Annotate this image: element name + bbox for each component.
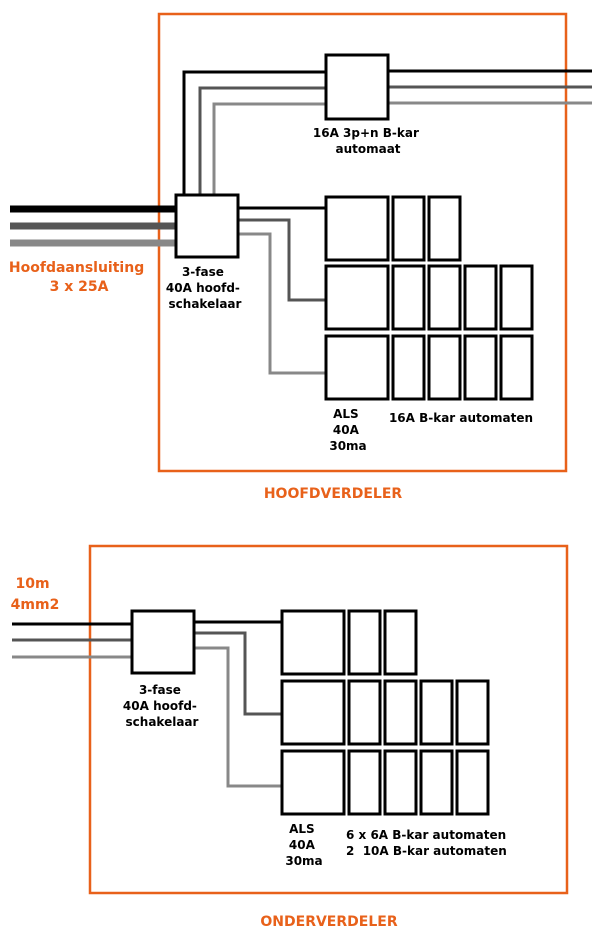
breaker-r3-4	[499, 334, 534, 401]
sub-breaker-r2-4	[455, 679, 490, 746]
sub-wire-to-rcd2	[194, 631, 282, 716]
breaker-3p-label: 16A 3p+n B-kar automaat	[313, 126, 423, 156]
breaker-r2-4	[499, 264, 534, 331]
hoofdverdeler-title: HOOFDVERDELER	[264, 486, 403, 502]
rcd-label: ALS 40A 30ma	[329, 407, 366, 453]
wire-to-3p-black	[182, 70, 326, 195]
breakers-label: 16A B-kar automaten	[389, 411, 533, 425]
rcd-row1	[324, 195, 390, 262]
main-switch-label: 3-fase 40A hoofd- schakelaar	[166, 265, 244, 311]
cable-label: 10m 4mm2	[11, 576, 60, 613]
supply-label: Hoofdaansluiting 3 x 25A	[9, 260, 149, 295]
sub-breaker-r3-4	[455, 749, 490, 816]
rcd-row3	[324, 334, 390, 401]
sub-rcd-row2	[280, 679, 346, 746]
main-switch	[174, 193, 240, 259]
sub-breaker-r1-2	[383, 609, 418, 676]
wire-to-3p-dark	[198, 86, 326, 195]
wire-to-rcd3	[238, 232, 326, 375]
wire-to-rcd2	[238, 218, 326, 302]
wire-to-3p-gray	[212, 102, 326, 195]
onderverdeler-title: ONDERVERDELER	[260, 914, 397, 930]
breaker-r3-1	[391, 334, 426, 401]
sub-wire-to-rcd3	[194, 646, 282, 788]
breaker-r2-3	[463, 264, 498, 331]
sub-rcd-label: ALS 40A 30ma	[285, 822, 322, 868]
sub-rcd-row3	[280, 749, 346, 816]
sub-breaker-r3-2	[383, 749, 418, 816]
sub-breaker-r2-2	[383, 679, 418, 746]
breaker-r2-2	[427, 264, 462, 331]
breaker-r2-1	[391, 264, 426, 331]
sub-main-switch	[130, 609, 196, 675]
breaker-r3-3	[463, 334, 498, 401]
sub-breaker-r3-3	[419, 749, 454, 816]
rcd-row2	[324, 264, 390, 331]
onderverdeler-frame	[88, 544, 569, 895]
sub-breaker-r3-1	[347, 749, 382, 816]
sub-main-switch-label: 3-fase 40A hoofd- schakelaar	[123, 683, 201, 729]
sub-breaker-r2-1	[347, 679, 382, 746]
sub-breakers-label: 6 x 6A B-kar automaten 2 10A B-kar autom…	[346, 828, 510, 858]
breaker-3p-16a	[324, 53, 390, 121]
breaker-r1-1	[391, 195, 426, 262]
breaker-r1-2	[427, 195, 462, 262]
breaker-r3-2	[427, 334, 462, 401]
sub-breaker-r1-1	[347, 609, 382, 676]
sub-breaker-r2-3	[419, 679, 454, 746]
sub-rcd-row1	[280, 609, 346, 676]
